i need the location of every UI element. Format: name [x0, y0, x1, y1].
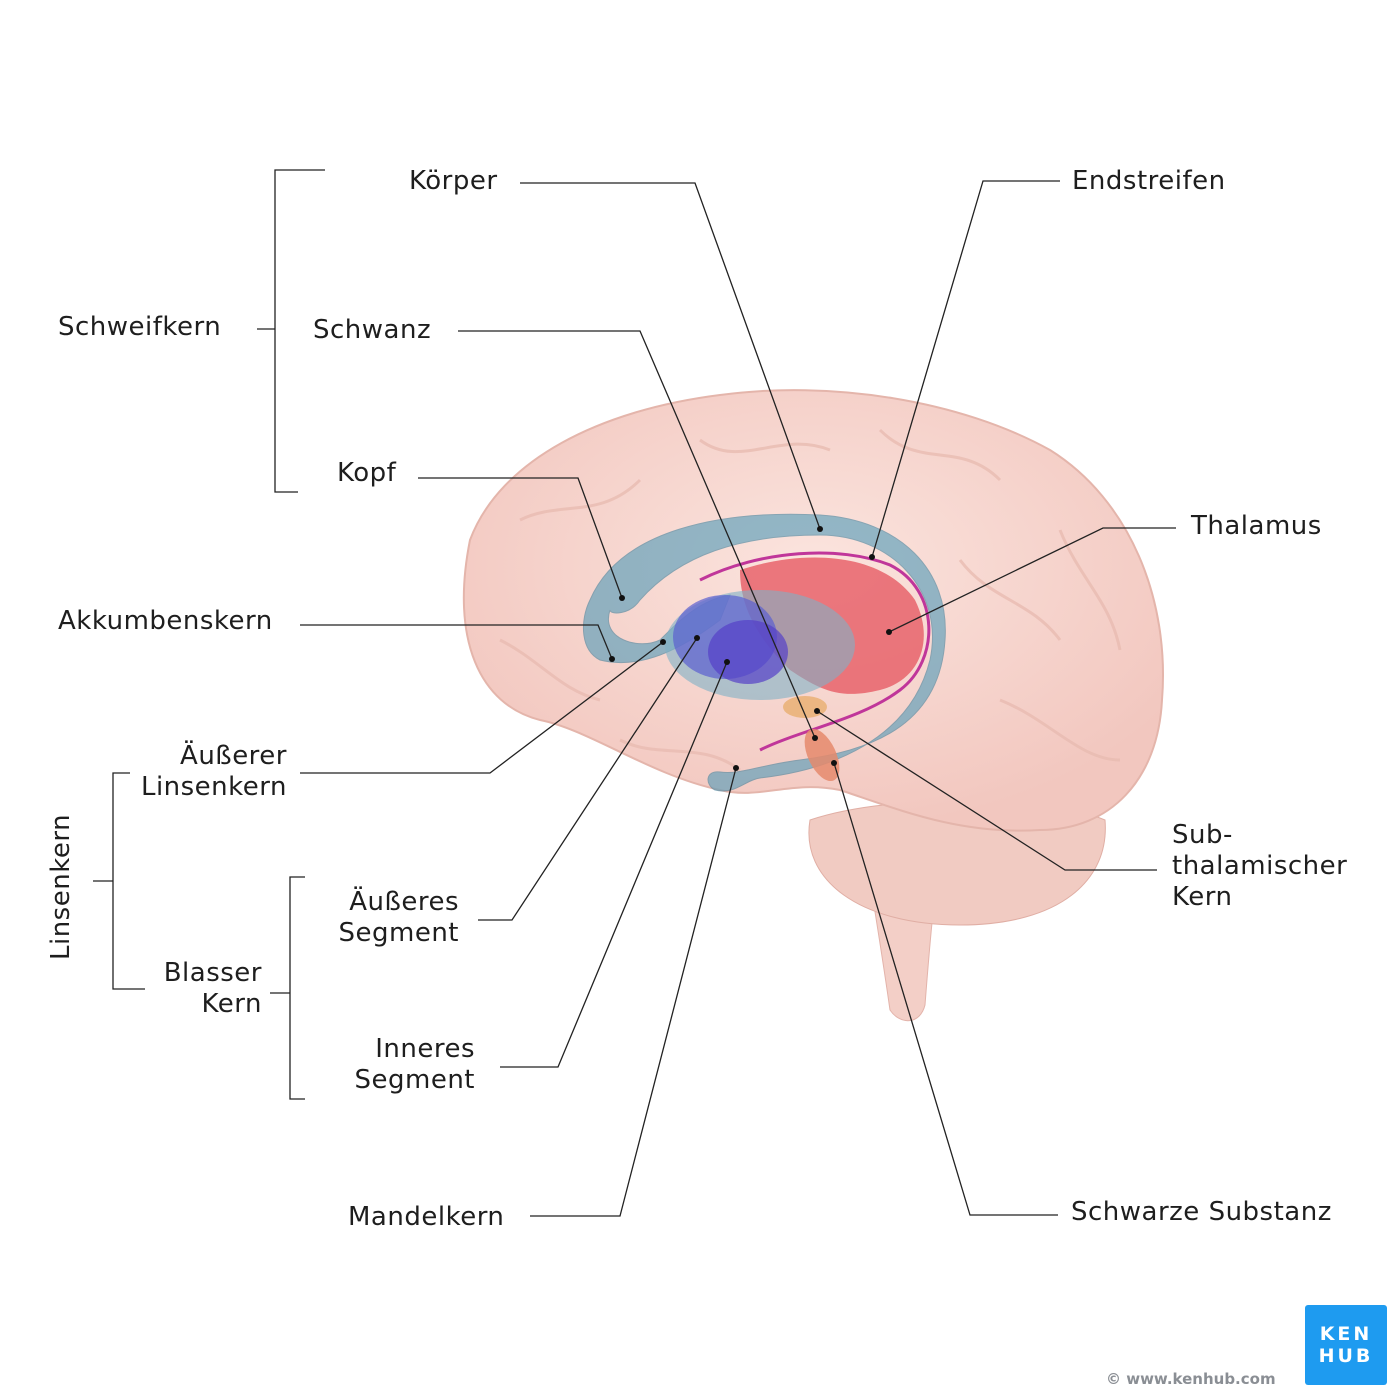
label-aeusseres-segment: Äußeres Segment — [310, 887, 459, 949]
kenhub-logo: KEN HUB — [1305, 1305, 1387, 1385]
label-blasser-kern: Blasser Kern — [140, 958, 262, 1020]
label-akkumbenskern: Akkumbenskern — [58, 606, 273, 636]
copyright: © www.kenhub.com — [1106, 1370, 1276, 1388]
globus-pallidus-internal — [708, 620, 788, 684]
label-line: Segment — [338, 918, 459, 948]
label-line: thalamischer — [1172, 851, 1348, 881]
logo-line: HUB — [1318, 1345, 1374, 1367]
label-thalamus: Thalamus — [1191, 511, 1322, 541]
label-endstreifen: Endstreifen — [1072, 166, 1226, 196]
label-kopf: Kopf — [337, 458, 397, 488]
label-line: Linsenkern — [140, 772, 287, 802]
label-line: Kern — [201, 989, 262, 1019]
leader-lines — [93, 169, 1176, 1217]
label-schweifkern: Schweifkern — [58, 312, 222, 342]
logo-line: KEN — [1319, 1323, 1373, 1345]
label-linsenkern: Linsenkern — [46, 813, 76, 960]
label-line: Sub- — [1172, 820, 1233, 850]
label-koerper: Körper — [409, 166, 498, 196]
label-line: Blasser — [163, 958, 262, 988]
label-inneres-segment: Inneres Segment — [320, 1034, 475, 1096]
label-schwarze-substanz: Schwarze Substanz — [1071, 1197, 1332, 1227]
label-line: Segment — [354, 1065, 475, 1095]
label-mandelkern: Mandelkern — [348, 1202, 505, 1232]
label-line: Äußeres — [349, 887, 459, 917]
label-line: Inneres — [375, 1034, 475, 1064]
pointer-dots — [609, 526, 892, 771]
label-subthalamischer-kern: Sub- thalamischer Kern — [1172, 820, 1347, 913]
label-line: Kern — [1172, 882, 1233, 912]
label-schwanz: Schwanz — [313, 315, 432, 345]
stria-terminalis — [699, 551, 931, 752]
label-aeusserer-linsenkern: Äußerer Linsenkern — [120, 741, 287, 803]
label-line: Äußerer — [180, 741, 287, 771]
substantia-nigra — [804, 728, 840, 782]
